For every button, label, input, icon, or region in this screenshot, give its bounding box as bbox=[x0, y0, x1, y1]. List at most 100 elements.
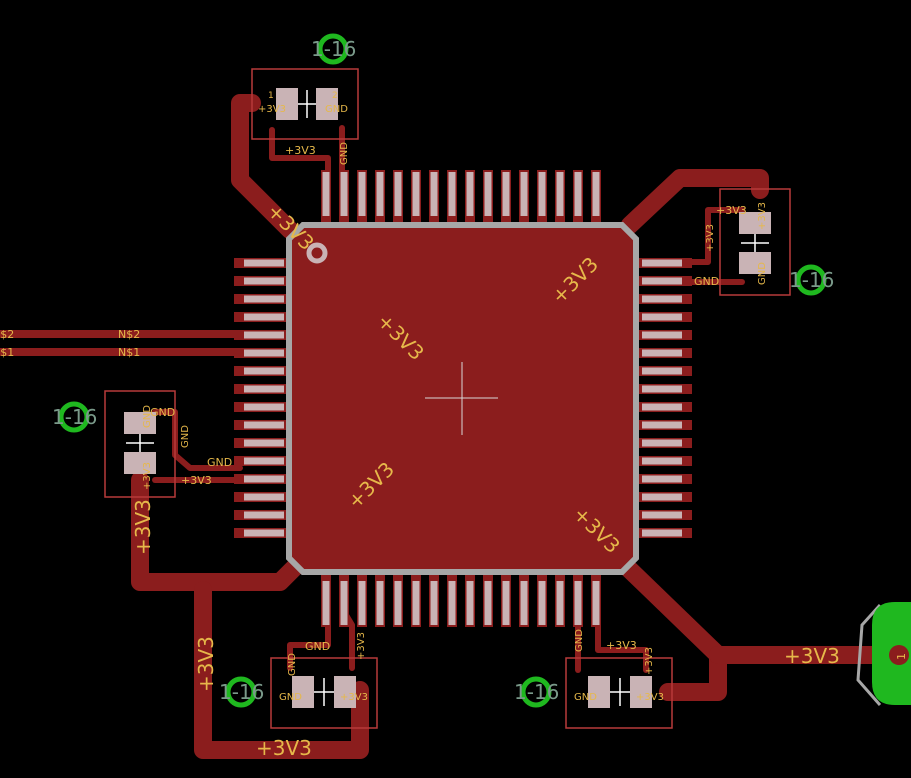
ic-pin-top[interactable] bbox=[519, 170, 529, 222]
ic-pin-bottom[interactable] bbox=[465, 575, 475, 627]
via-right[interactable]: 1-16 bbox=[789, 264, 834, 296]
ic-pin-right[interactable] bbox=[638, 528, 692, 538]
ic-pin-bottom[interactable] bbox=[483, 575, 493, 627]
cap-left-pad-top[interactable] bbox=[124, 412, 156, 434]
ic-pin-right[interactable] bbox=[638, 294, 692, 304]
via-top-label: 1-16 bbox=[311, 37, 356, 61]
ic-pin-bottom[interactable] bbox=[321, 575, 331, 627]
ic-pin-left[interactable] bbox=[234, 402, 288, 412]
ic-pin-top[interactable] bbox=[447, 170, 457, 222]
trace-bottom-right-power[interactable] bbox=[619, 559, 727, 701]
cap-right-pad-bottom[interactable] bbox=[739, 252, 771, 274]
ic-pin-left[interactable] bbox=[234, 420, 288, 430]
ic-pin-right[interactable] bbox=[638, 366, 692, 376]
ic-pin-bottom[interactable] bbox=[339, 575, 349, 627]
ic-pin-top[interactable] bbox=[483, 170, 493, 222]
trace-top-right-power[interactable] bbox=[621, 169, 769, 234]
cap-top-pad-right[interactable] bbox=[316, 88, 338, 120]
ic-pin-bottom[interactable] bbox=[573, 575, 583, 627]
ic-package[interactable] bbox=[234, 170, 692, 627]
ic-pin-bottom[interactable] bbox=[429, 575, 439, 627]
cap-right[interactable]: +3V3 GND +3V3 GND +3V3 bbox=[694, 188, 791, 296]
cap-br-pad-left[interactable] bbox=[588, 676, 610, 708]
ic-pin-top[interactable] bbox=[393, 170, 403, 222]
via-top[interactable]: 1-16 bbox=[311, 33, 356, 65]
ic-pin-top[interactable] bbox=[555, 170, 565, 222]
ic-pin-bottom[interactable] bbox=[591, 575, 601, 627]
ic-pin-right[interactable] bbox=[638, 276, 692, 286]
ic-pin-left[interactable] bbox=[234, 528, 288, 538]
connector[interactable]: 1 bbox=[856, 602, 911, 706]
cap-left-pad-a: GND bbox=[142, 405, 153, 428]
trace-br-cap-3v3[interactable] bbox=[595, 612, 649, 673]
ic-pin-right[interactable] bbox=[638, 384, 692, 394]
cap-left[interactable]: GND +3V3 GND GND GND +3V3 bbox=[104, 390, 232, 498]
ic-pin-top[interactable] bbox=[573, 170, 583, 222]
ic-pin-top[interactable] bbox=[501, 170, 511, 222]
ic-pin-bottom[interactable] bbox=[555, 575, 565, 627]
trace-right-cap-3v3[interactable] bbox=[677, 207, 745, 265]
ic-pin-left[interactable] bbox=[234, 276, 288, 286]
ic-pin-bottom[interactable] bbox=[447, 575, 457, 627]
ic-pin-bottom[interactable] bbox=[411, 575, 421, 627]
ic-pin-top[interactable] bbox=[375, 170, 385, 222]
ic-pin-top[interactable] bbox=[321, 170, 331, 222]
ic-pin-bottom[interactable] bbox=[501, 575, 511, 627]
cap-bl-trace-a: GND bbox=[305, 640, 330, 653]
ic-pin-right[interactable] bbox=[638, 420, 692, 430]
ic-pin-left[interactable] bbox=[234, 366, 288, 376]
ic-pin-right[interactable] bbox=[638, 348, 692, 358]
cap-top[interactable]: +3V3 GND 1 2 +3V3 GND bbox=[251, 68, 359, 165]
ic-pin-left[interactable] bbox=[234, 492, 288, 502]
ic-pin-left[interactable] bbox=[234, 258, 288, 268]
ic-pin-right[interactable] bbox=[638, 474, 692, 484]
ic-pin-bottom[interactable] bbox=[537, 575, 547, 627]
ic-pin-bottom[interactable] bbox=[357, 575, 367, 627]
cap-bl-pad-right[interactable] bbox=[334, 676, 356, 708]
ic-pin-left[interactable] bbox=[234, 474, 288, 484]
ic-pin-right[interactable] bbox=[638, 258, 692, 268]
ic-pin-left[interactable] bbox=[234, 348, 288, 358]
ic-pin-right[interactable] bbox=[638, 456, 692, 466]
ic-pin-top[interactable] bbox=[429, 170, 439, 222]
ic-pin-top[interactable] bbox=[591, 170, 601, 222]
ic-pin-right[interactable] bbox=[638, 438, 692, 448]
ic-pin-right[interactable] bbox=[638, 510, 692, 520]
trace-top-left-power[interactable] bbox=[231, 94, 299, 239]
trace-left-power[interactable] bbox=[131, 471, 309, 591]
ic-pin-left[interactable] bbox=[234, 330, 288, 340]
cap-right-pad-top[interactable] bbox=[739, 212, 771, 234]
trace-top-cap-3v3[interactable] bbox=[269, 127, 331, 183]
ic-pin-right[interactable] bbox=[638, 402, 692, 412]
cap-br-pad-right[interactable] bbox=[630, 676, 652, 708]
via-bottom-right[interactable]: 1-16 bbox=[514, 676, 559, 708]
ic-pin-top[interactable] bbox=[339, 170, 349, 222]
ic-pin-left[interactable] bbox=[234, 510, 288, 520]
cap-left-pad-bottom[interactable] bbox=[124, 452, 156, 474]
ic-pin-right[interactable] bbox=[638, 492, 692, 502]
net-n2-edge-label: N$2 bbox=[0, 328, 14, 341]
cap-bottom-left[interactable]: GND +3V3 GND GND +3V3 bbox=[270, 632, 378, 729]
via-bottom-left[interactable]: 1-16 bbox=[219, 676, 264, 708]
trace-bl-cap-gnd[interactable] bbox=[287, 612, 331, 671]
ic-pin-bottom[interactable] bbox=[519, 575, 529, 627]
cap-top-pad-left[interactable] bbox=[276, 88, 298, 120]
ic-pin-bottom[interactable] bbox=[375, 575, 385, 627]
ic-pin-left[interactable] bbox=[234, 384, 288, 394]
ic-pin-right[interactable] bbox=[638, 330, 692, 340]
ic-pin-top[interactable] bbox=[411, 170, 421, 222]
ic-pin-right[interactable] bbox=[638, 312, 692, 322]
ic-pin-left[interactable] bbox=[234, 294, 288, 304]
cap-bottom-right[interactable]: GND +3V3 GND +3V3 +3V3 bbox=[565, 629, 673, 729]
ic-pin-top[interactable] bbox=[537, 170, 547, 222]
ic-pin-top[interactable] bbox=[465, 170, 475, 222]
cap-top-pin2: 2 bbox=[332, 91, 338, 101]
cap-bl-pad-left[interactable] bbox=[292, 676, 314, 708]
ic-pin-top[interactable] bbox=[357, 170, 367, 222]
via-left[interactable]: 1-16 bbox=[52, 401, 97, 433]
ic-pin-left[interactable] bbox=[234, 312, 288, 322]
trace-bottom-left-power[interactable] bbox=[194, 581, 369, 759]
ic-pin-bottom[interactable] bbox=[393, 575, 403, 627]
ic-pin-left[interactable] bbox=[234, 438, 288, 448]
ic-pin-left[interactable] bbox=[234, 456, 288, 466]
